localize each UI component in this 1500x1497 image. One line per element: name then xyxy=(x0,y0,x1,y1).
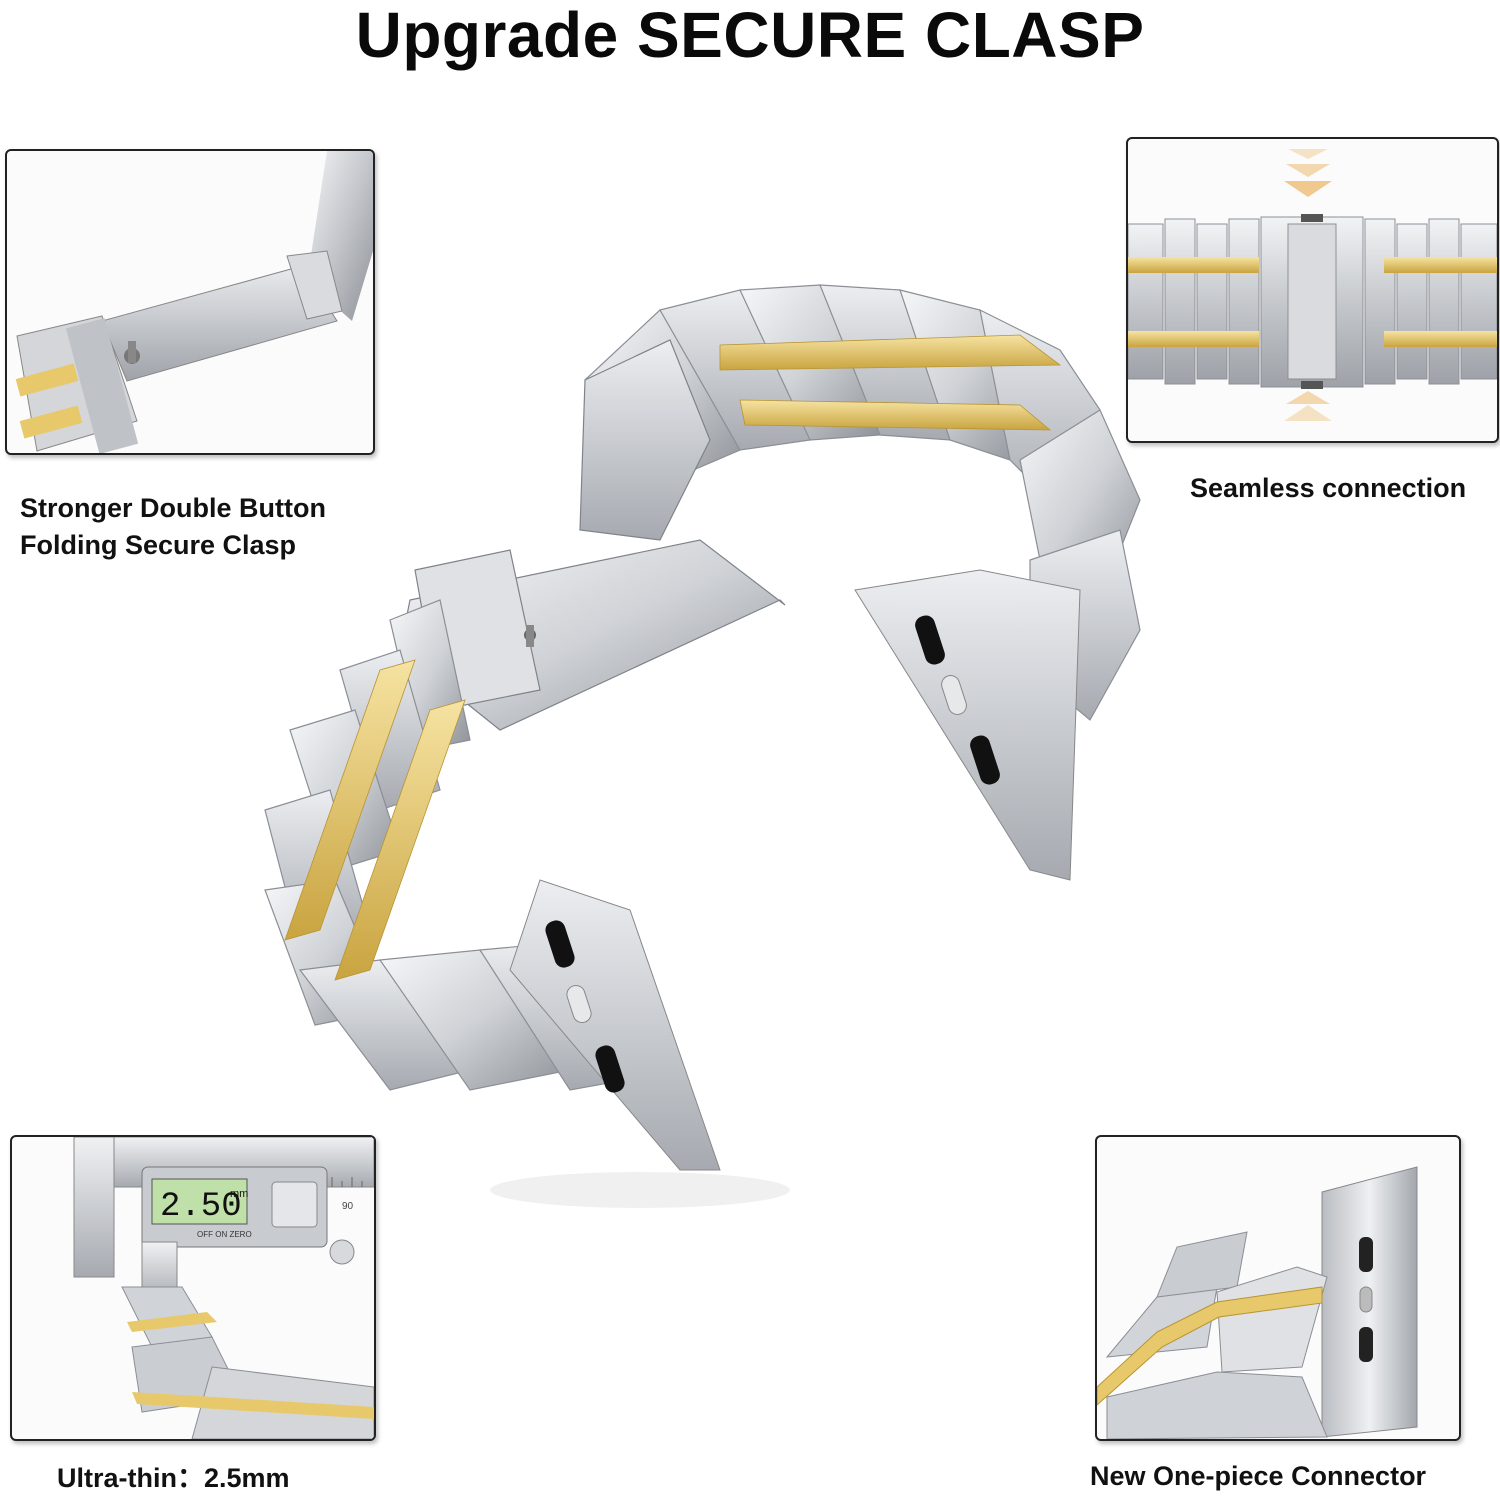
caliper-reading: 2.50 xyxy=(160,1188,242,1226)
caliper-unit: mm xyxy=(230,1188,248,1200)
seamless-detail-image xyxy=(1126,137,1499,443)
clasp-caption-line1: Stronger Double Button xyxy=(20,493,326,523)
thickness-caption: Ultra-thin：2.5mm xyxy=(57,1463,290,1493)
clasp-detail-image xyxy=(5,149,375,455)
connector-detail-image xyxy=(1095,1135,1461,1441)
clasp-caption-line2: Folding Secure Clasp xyxy=(20,530,297,560)
caliper-scale-mark: 90 xyxy=(342,1201,354,1212)
watch-band-illustration xyxy=(264,284,1141,1208)
thickness-detail-image: 90 2.50 mm OFF ON ZERO xyxy=(10,1135,376,1441)
clasp-caption: Stronger Double Button Folding Secure Cl… xyxy=(20,490,326,564)
caliper-buttons-label: OFF ON ZERO xyxy=(197,1230,252,1239)
page-title: Upgrade SECURE CLASP xyxy=(355,0,1145,71)
seamless-caption: Seamless connection xyxy=(1190,473,1467,503)
connector-caption: New One-piece Connector xyxy=(1090,1461,1427,1491)
